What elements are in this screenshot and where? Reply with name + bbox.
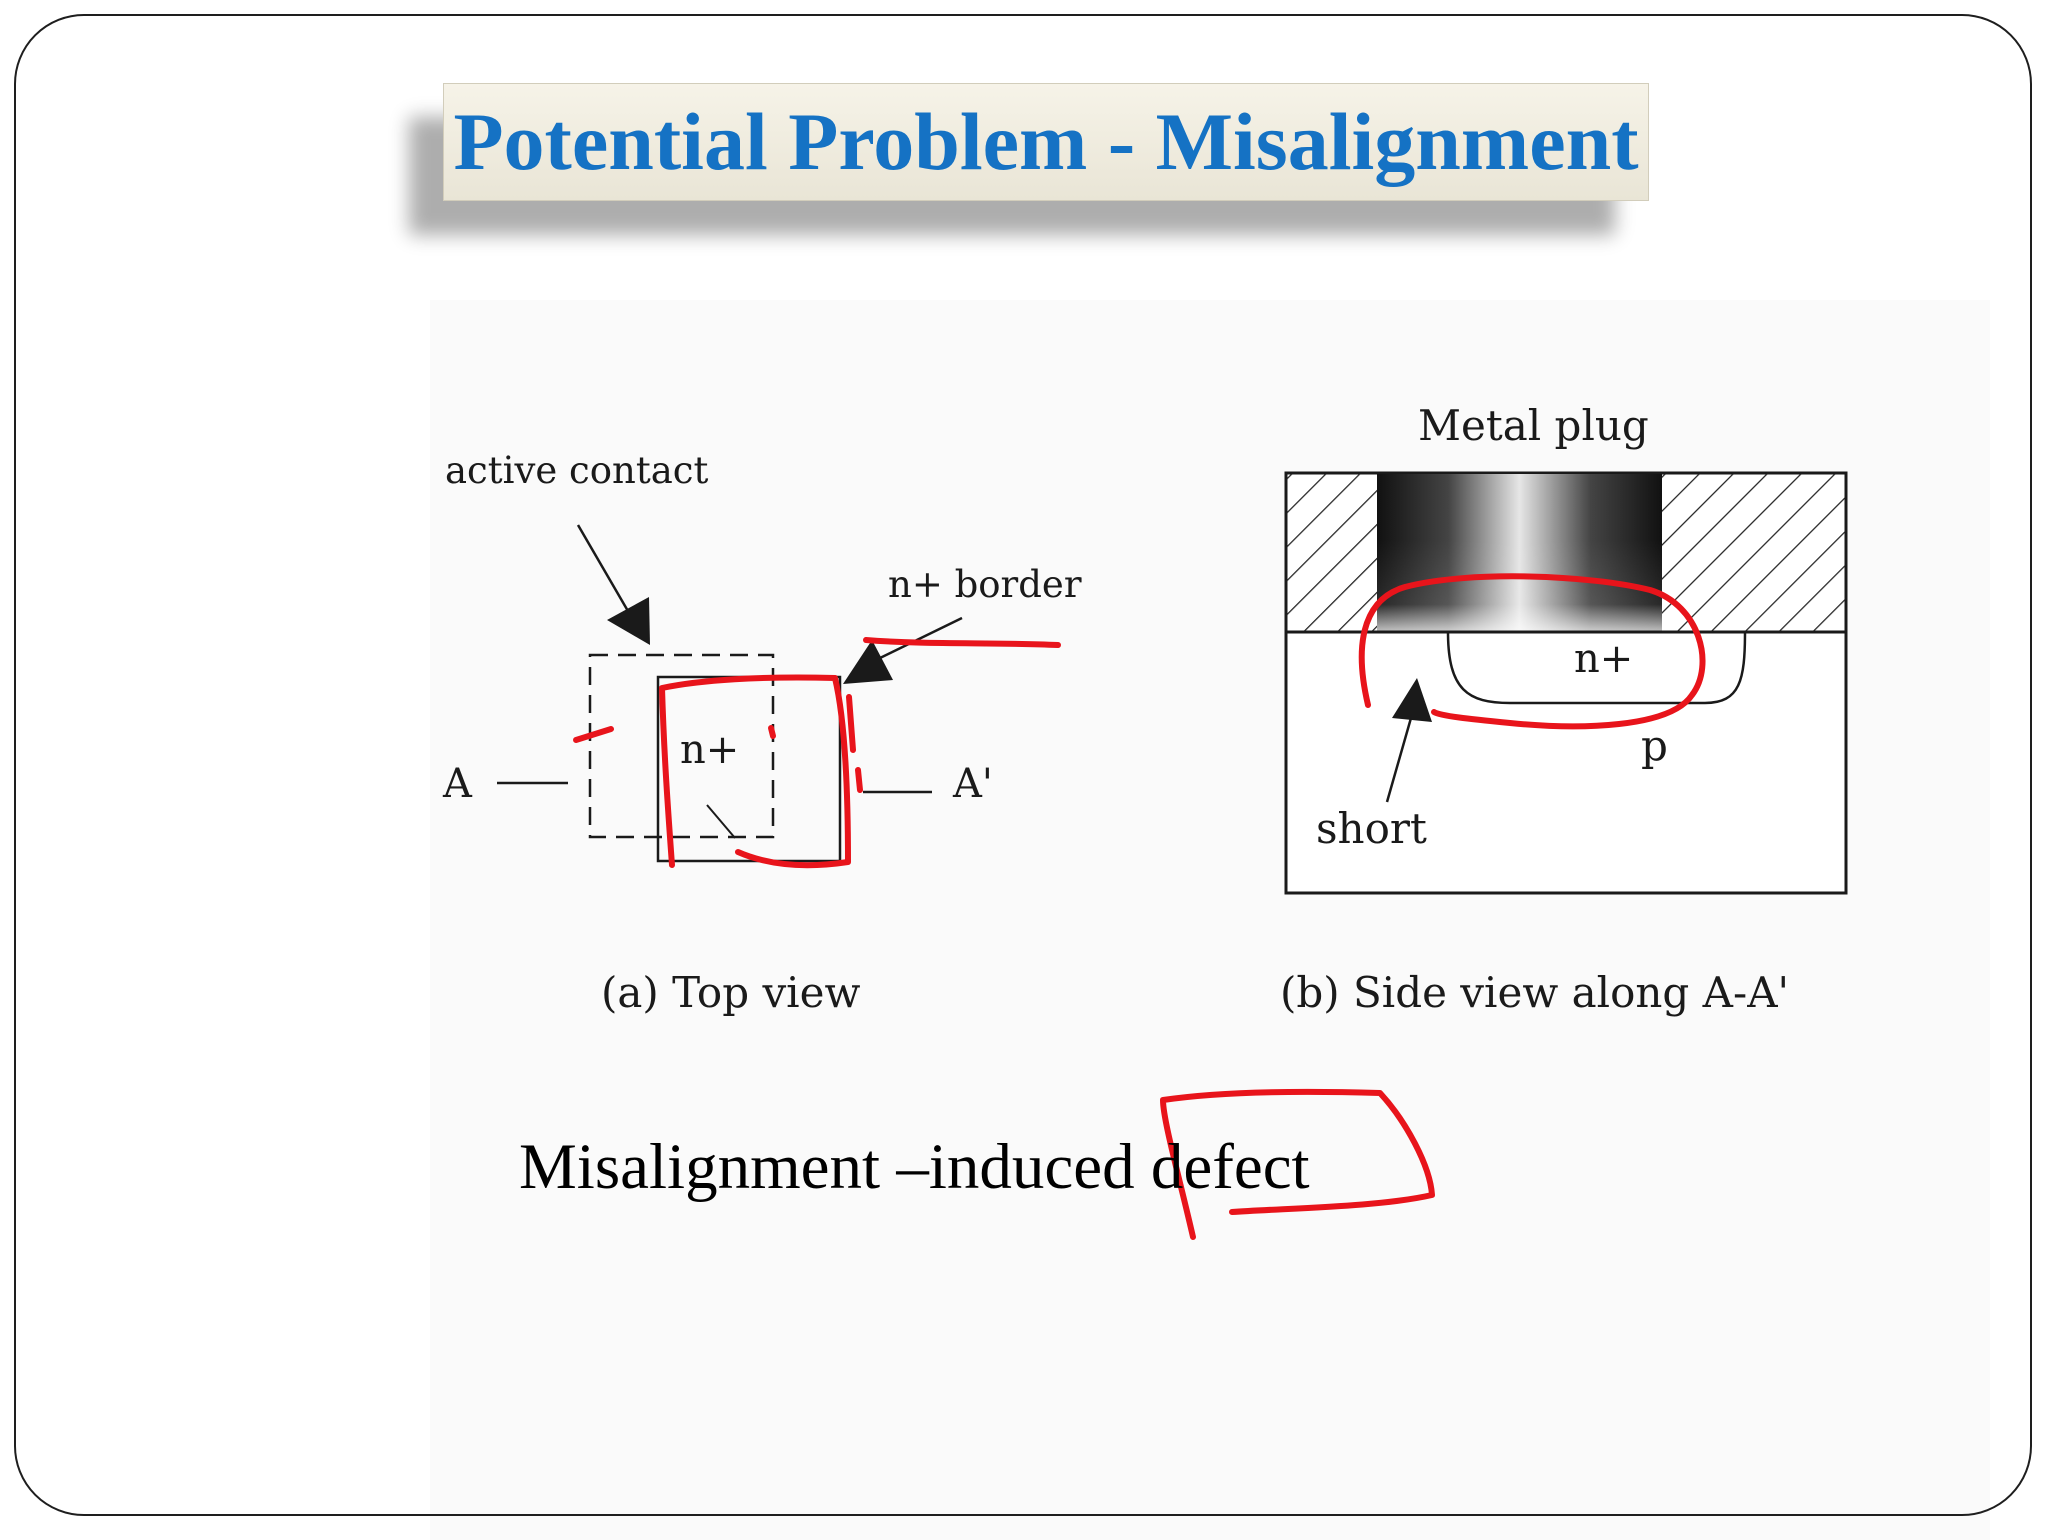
annotation-n-plus-loop — [659, 674, 851, 869]
active-contact-dashed-box — [588, 653, 775, 839]
n-plus-well-outline — [1446, 631, 1747, 705]
top-view-caption: (a) Top view — [601, 968, 860, 1017]
side-view: Metal plug n+ p short (b) Side view alon… — [1280, 401, 1848, 1017]
n-plus-leader-line — [706, 804, 736, 839]
n-border-arrowhead — [843, 640, 893, 684]
active-contact-label: active contact — [445, 449, 709, 492]
annotation-left-tick — [573, 726, 614, 743]
red-annotations — [573, 573, 1706, 1240]
side-n-plus-label: n+ — [1574, 636, 1633, 682]
annotation-defect-circle — [1160, 1088, 1435, 1240]
right-oxide-hatch — [1662, 474, 1845, 632]
a-label: A — [442, 761, 473, 807]
annotation-right-ticks — [846, 694, 863, 793]
short-arrowhead — [1392, 678, 1432, 722]
active-contact-arrowhead — [607, 597, 650, 645]
short-arrow-line — [1385, 717, 1413, 803]
slide-title: Potential Problem - Misalignment — [453, 96, 1639, 187]
slide-caption: Misalignment –induced defect — [519, 1131, 1310, 1203]
annotation-border-stroke — [863, 637, 1061, 648]
annotation-short-loop — [1358, 573, 1706, 730]
left-oxide-hatch — [1287, 474, 1377, 632]
top-view: active contact n+ border n+ A A' (a) Top… — [442, 449, 1082, 1017]
active-contact-arrow-line — [576, 524, 634, 619]
n-border-arrow-line — [879, 616, 963, 660]
annotation-mid-tick — [768, 725, 776, 739]
a-prime-label: A' — [952, 761, 993, 807]
n-border-label: n+ border — [888, 563, 1082, 606]
title-banner: Potential Problem - Misalignment — [443, 83, 1649, 201]
p-substrate-label: p — [1641, 721, 1668, 770]
slide-frame — [14, 14, 2032, 1516]
short-label: short — [1316, 804, 1427, 853]
side-view-caption: (b) Side view along A-A' — [1280, 968, 1789, 1017]
metal-plug-label: Metal plug — [1418, 401, 1649, 450]
top-n-plus-label: n+ — [680, 727, 739, 773]
